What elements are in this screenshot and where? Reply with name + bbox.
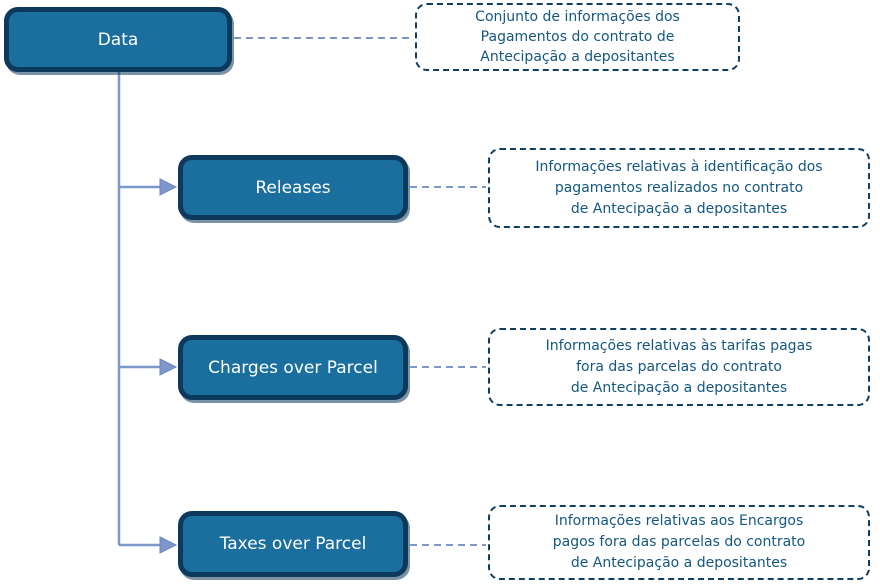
node-releases: Releases [178,155,408,220]
arrowhead-icon [159,178,178,196]
note-line: Conjunto de informações dos [475,9,680,25]
node-charges-over-parcel: Charges over Parcel [178,335,408,400]
note-line: pagos fora das parcelas do contrato [552,534,806,550]
node-label: Releases [255,177,331,198]
node-label: Charges over Parcel [208,357,378,378]
note-charges-description: Informações relativas às tarifas pagas f… [488,328,870,406]
arrowhead-icon [159,358,178,376]
note-line: de Antecipação a depositantes [570,379,788,396]
note-line: Informações relativas às tarifas pagas [545,337,813,354]
note-line: Informações relativas à identificação do… [535,158,823,175]
node-label: Data [97,29,139,50]
note-line: Informações relativas aos Encargos [554,513,804,529]
arrowhead-icon [159,536,178,554]
note-line: fora das parcelas do contrato [576,358,782,375]
note-releases-description: Informações relativas à identificação do… [488,148,870,228]
node-label: Taxes over Parcel [219,534,367,554]
note-line: Antecipação a depositantes [480,49,675,65]
note-data-description: Conjunto de informações dos Pagamentos d… [415,3,740,71]
note-taxes-description: Informações relativas aos Encargos pagos… [488,505,870,580]
node-taxes-over-parcel: Taxes over Parcel [178,511,408,577]
note-line: de Antecipação a depositantes [570,200,788,217]
note-line: de Antecipação a depositantes [570,555,788,571]
node-data: Data [4,7,232,72]
note-line: Pagamentos do contrato de [480,29,675,45]
note-line: pagamentos realizados no contrato [554,179,804,196]
